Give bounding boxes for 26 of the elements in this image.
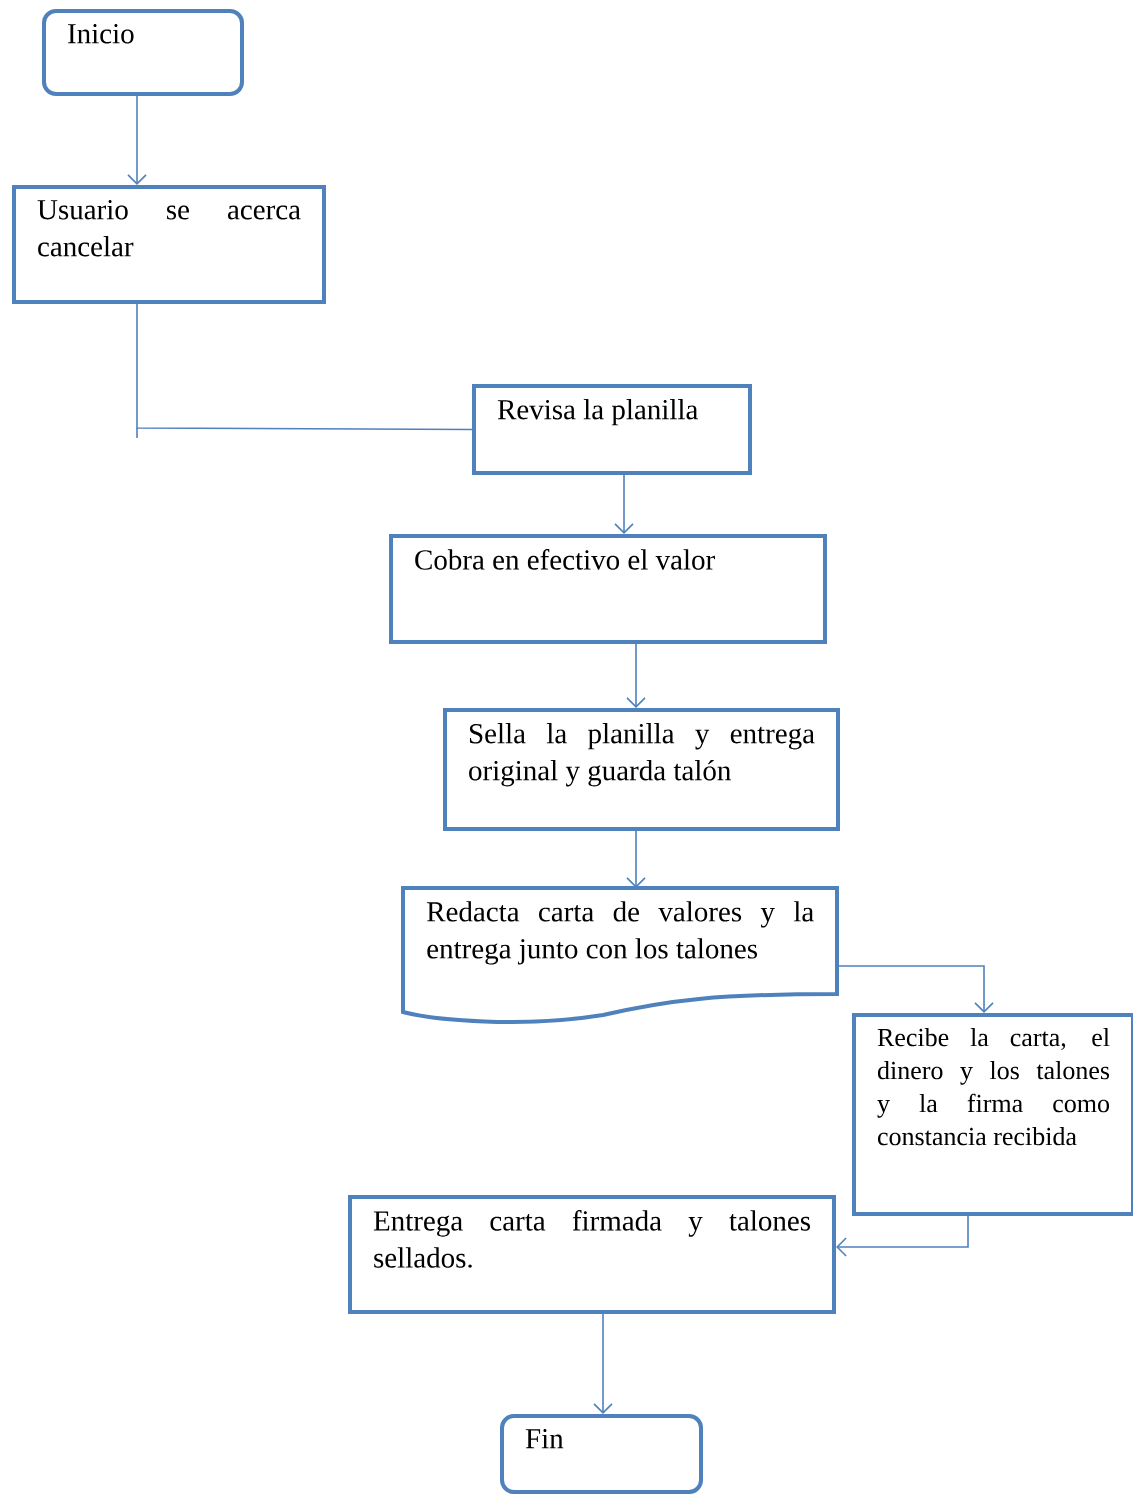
step-text: Redacta carta de valores y la entrega junto con los talones [427, 901, 814, 965]
terminal-box [42, 9, 244, 96]
arrow [836, 1215, 969, 1257]
process-box [443, 708, 840, 831]
step-text: Entrega carta firmada y talones sellados. [373, 1210, 810, 1268]
process-box [472, 384, 752, 475]
process-box [348, 1195, 836, 1314]
arrow [626, 643, 646, 708]
step-text: Fin [525, 1429, 564, 1449]
process-box [389, 534, 827, 644]
terminal-box [500, 1414, 703, 1494]
step-text: Sella la planilla y entrega original y guarda talón [469, 723, 815, 787]
arrow [614, 474, 634, 534]
arrow [836, 965, 994, 1013]
process-box [12, 185, 326, 304]
connector-line [136, 303, 473, 431]
step-text: Recibe la carta, el dinero y los talones y la firma como constancia recibida [877, 1028, 1110, 1146]
step-text: Inicio [68, 24, 134, 44]
document-shape [401, 886, 839, 1024]
process-box [852, 1013, 1133, 1216]
arrow [593, 1313, 613, 1415]
step-text: Cobra en efectivo el valor [415, 549, 715, 570]
arrow [127, 95, 147, 185]
arrow [626, 830, 646, 888]
step-text: Usuario se acerca cancelar [37, 200, 301, 257]
step-text: Revisa la planilla [497, 399, 698, 426]
